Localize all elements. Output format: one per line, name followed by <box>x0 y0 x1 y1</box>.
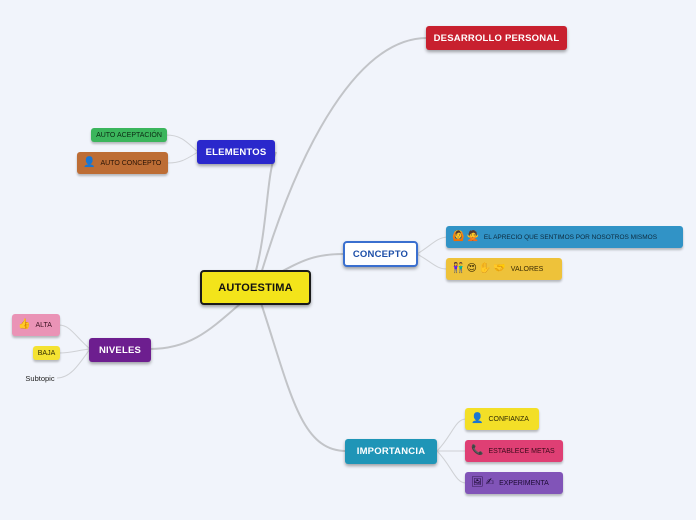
subtopic-auto-aceptacion-label: AUTO ACEPTACIÓN <box>96 131 162 139</box>
link-desarrollo <box>257 37 428 285</box>
person-gesture-icons: 🙆 🙅 <box>452 231 479 242</box>
subtopic-auto-concepto-label: AUTO CONCEPTO <box>100 159 162 167</box>
topic-niveles[interactable]: NIVELES <box>89 338 151 362</box>
subtopic-experimenta-label: EXPERIMENTA <box>499 479 549 487</box>
thumbs-up-icon: 👍 <box>18 319 31 330</box>
subtopic-auto-aceptacion[interactable]: AUTO ACEPTACIÓN <box>91 128 167 142</box>
phone-icon: 📞 <box>471 445 484 456</box>
topic-concepto-label: CONCEPTO <box>352 248 409 260</box>
subtopic-aprecio[interactable]: 🙆 🙅 EL APRECIO QUE SENTIMOS POR NOSOTROS… <box>446 226 683 248</box>
subtopic-baja-label: BAJA <box>37 349 56 357</box>
subtopic-experimenta[interactable]: 🖼 ✍ EXPERIMENTA <box>465 472 563 494</box>
subtopic-plain-label: Subtopic <box>25 373 55 383</box>
link-niveles <box>149 303 241 350</box>
user-icon: 👤 <box>471 413 484 424</box>
link-alta <box>58 324 91 350</box>
topic-desarrollo-personal[interactable]: DESARROLLO PERSONAL <box>426 26 567 50</box>
subtopic-baja[interactable]: BAJA <box>33 346 60 360</box>
picture-writing-icons: 🖼 ✍ <box>471 477 495 488</box>
subtopic-valores-label: VALORES <box>510 265 544 273</box>
subtopic-confianza-label: CONFIANZA <box>488 415 529 423</box>
topic-concepto[interactable]: CONCEPTO <box>343 241 418 267</box>
link-baja <box>58 348 91 354</box>
subtopic-confianza[interactable]: 👤 CONFIANZA <box>465 408 539 430</box>
subtopic-establece-metas[interactable]: 📞 ESTABLECE METAS <box>465 440 563 462</box>
link-auto-aceptacion <box>165 134 199 153</box>
link-subtopic <box>56 348 91 379</box>
link-experimenta <box>436 450 467 484</box>
topic-importancia[interactable]: IMPORTANCIA <box>345 439 437 464</box>
subtopic-establece-metas-label: ESTABLECE METAS <box>488 447 555 455</box>
subtopic-auto-concepto[interactable]: 👤 AUTO CONCEPTO <box>77 152 168 174</box>
subtopic-valores[interactable]: 👫 😍 ✋ 🤝 VALORES <box>446 258 562 280</box>
topic-desarrollo-personal-label: DESARROLLO PERSONAL <box>433 32 560 44</box>
topic-elementos[interactable]: ELEMENTOS <box>197 140 275 164</box>
link-importancia <box>259 299 347 452</box>
subtopic-alta-label: ALTA <box>35 321 52 329</box>
subtopic-plain[interactable]: Subtopic <box>20 372 60 384</box>
topic-importancia-label: IMPORTANCIA <box>356 446 426 457</box>
link-aprecio <box>416 236 448 255</box>
link-valores <box>416 253 448 270</box>
user-icon: 👤 <box>83 157 96 168</box>
central-topic[interactable]: AUTOESTIMA <box>200 270 311 305</box>
subtopic-aprecio-label: EL APRECIO QUE SENTIMOS POR NOSOTROS MIS… <box>483 233 658 241</box>
link-confianza <box>436 418 467 452</box>
central-topic-label: AUTOESTIMA <box>218 281 293 294</box>
topic-niveles-label: NIVELES <box>98 344 142 356</box>
values-icons: 👫 😍 ✋ 🤝 <box>452 263 506 274</box>
subtopic-alta[interactable]: 👍 ALTA <box>12 314 60 336</box>
link-auto-concepto <box>167 151 199 164</box>
topic-elementos-label: ELEMENTOS <box>205 146 267 158</box>
